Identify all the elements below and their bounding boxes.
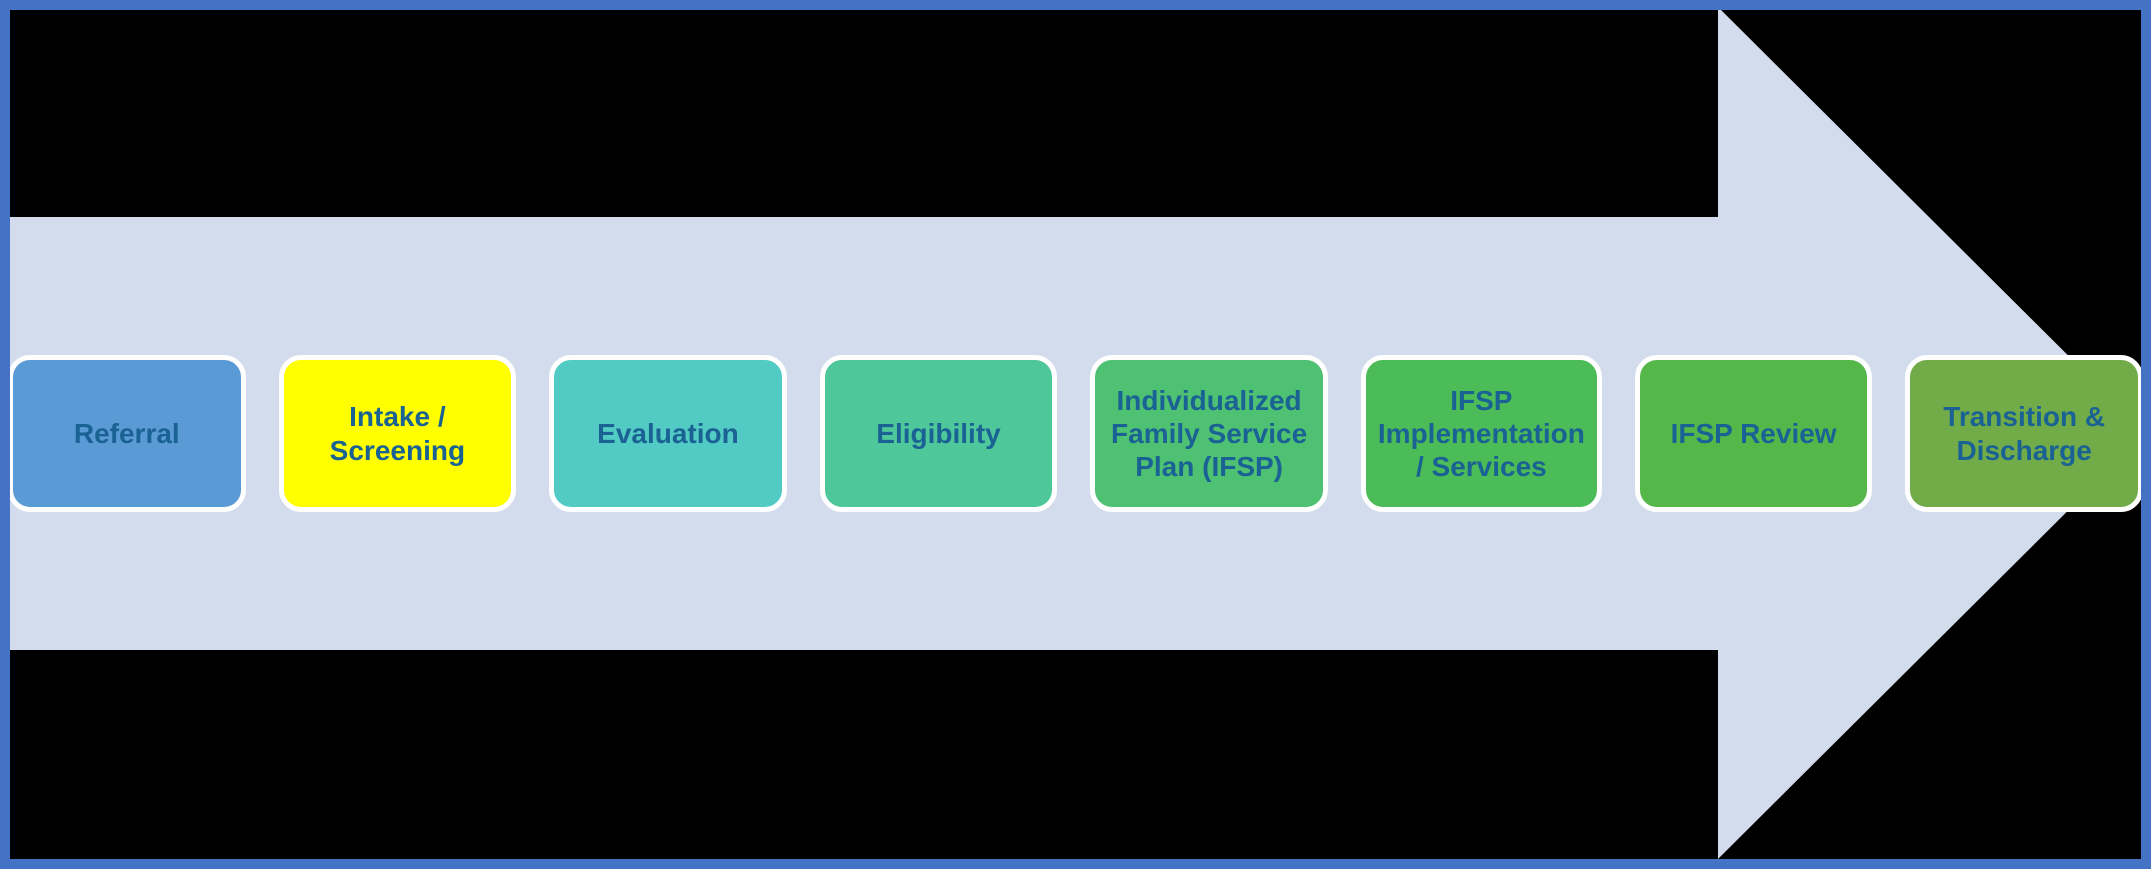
process-step-eligibility: Eligibility (819, 355, 1058, 512)
process-step-transition-discharge: Transition & Discharge (1905, 355, 2141, 512)
process-step-label: IFSP Review (1670, 417, 1837, 449)
process-step-label: Evaluation (597, 417, 739, 449)
process-steps: Referral Intake / Screening Evaluation E… (10, 355, 2141, 512)
process-step-intake-screening: Intake / Screening (278, 355, 517, 512)
process-step-label: Individualized Family Service Plan (IFSP… (1111, 384, 1308, 483)
process-step-label: Transition & Discharge (1943, 401, 2106, 466)
process-step-referral: Referral (10, 355, 246, 512)
process-step-individualized-family-service-plan-ifsp: Individualized Family Service Plan (IFSP… (1090, 355, 1328, 512)
process-step-label: Intake / Screening (329, 401, 466, 466)
process-step-ifsp-implementation-services: IFSP Implementation / Services (1360, 355, 1602, 512)
process-step-label: IFSP Implementation / Services (1377, 384, 1585, 483)
process-step-evaluation: Evaluation (549, 355, 787, 512)
process-step-label: Eligibility (876, 417, 1001, 449)
process-step-label: Referral (73, 417, 180, 449)
process-step-ifsp-review: IFSP Review (1634, 355, 1873, 512)
